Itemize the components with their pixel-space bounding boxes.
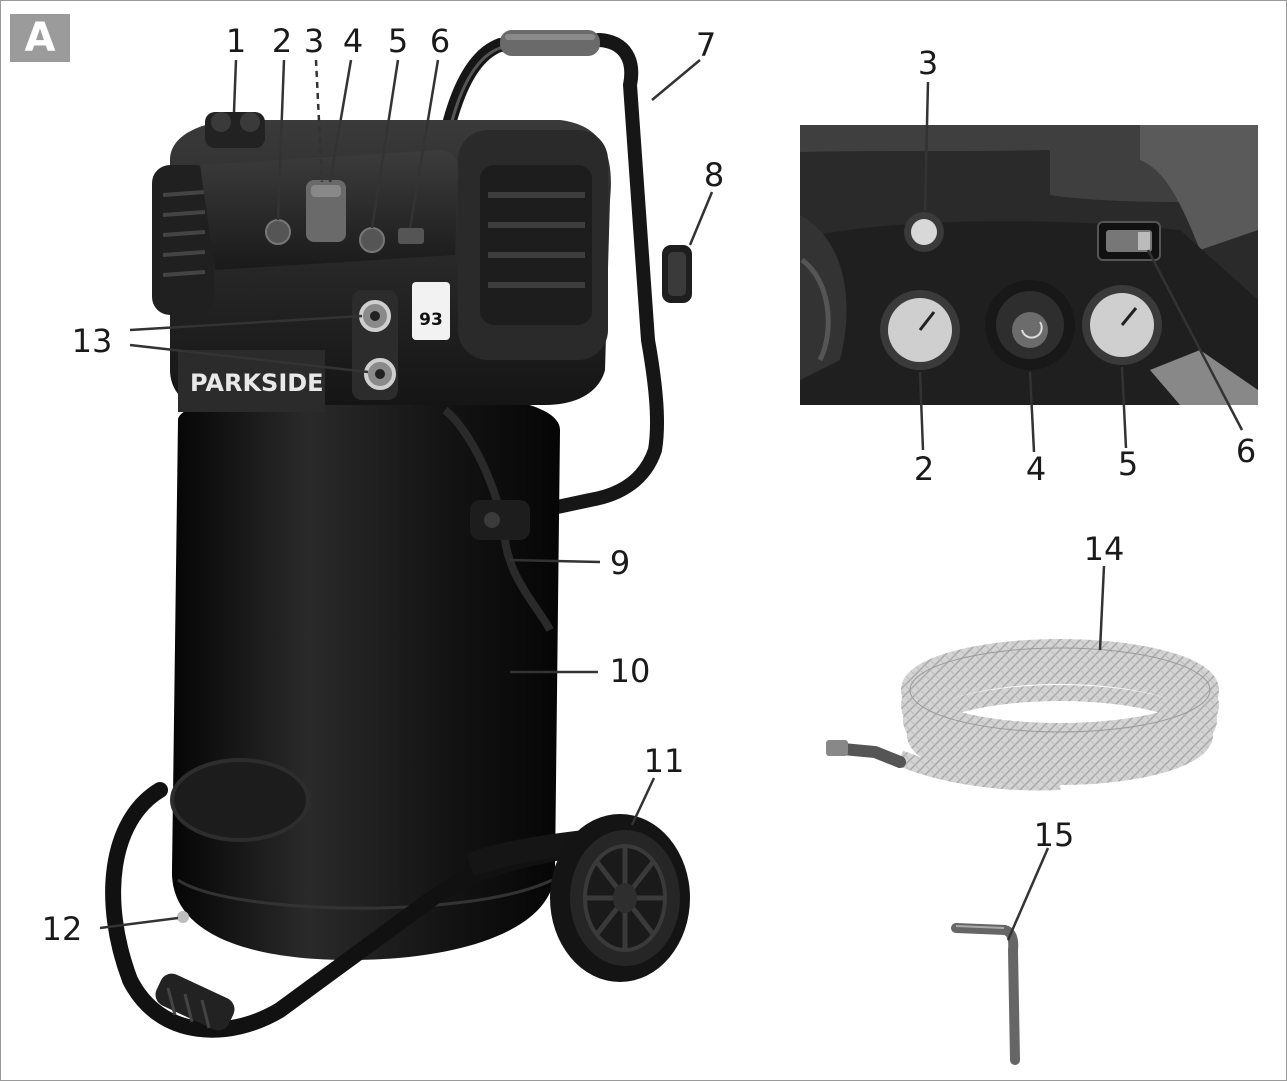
trolley-handle: [423, 32, 665, 522]
handle-grip: [500, 30, 600, 56]
drain-valve: [177, 911, 189, 923]
callout-13: 13: [72, 322, 113, 360]
detail-panel: [800, 125, 1258, 405]
detail-pressure-regulator: [985, 280, 1075, 370]
callout-5: 5: [388, 22, 408, 60]
hose-connector-top: [205, 112, 265, 148]
callout-12: 12: [42, 910, 83, 948]
callout-3: 3: [304, 22, 324, 60]
callout-8: 8: [704, 156, 724, 194]
svg-text:93: 93: [419, 310, 443, 330]
air-tank: [171, 388, 560, 960]
detail-callout-4: 4: [1026, 450, 1046, 488]
detail-callout-5: 5: [1118, 445, 1138, 483]
detail-leader-lines: [918, 366, 1128, 453]
callout-11: 11: [644, 742, 685, 780]
callout-15: 15: [1034, 816, 1075, 854]
callout-10: 10: [610, 652, 651, 690]
tank-gauge-top: [265, 219, 291, 245]
side-vent: [152, 165, 214, 315]
leader-lines: [99, 59, 1244, 941]
noise-label: 93: [412, 282, 450, 340]
allen-key: [951, 923, 1020, 1065]
detail-power-switch: [1097, 221, 1161, 261]
figure-badge: A: [10, 14, 70, 62]
callout-4: 4: [343, 22, 363, 60]
quick-couplings: [352, 290, 398, 400]
detail-callout-6: 6: [1236, 432, 1256, 470]
callout-9: 9: [610, 544, 630, 582]
detail-tank-gauge: [880, 290, 960, 370]
brand-plate: PARKSIDE: [178, 350, 325, 412]
callout-6: 6: [430, 22, 450, 60]
wheel: [550, 814, 690, 982]
detail-outlet-gauge: [1082, 285, 1162, 365]
callout-14: 14: [1084, 530, 1125, 568]
power-switch-top: [398, 228, 424, 244]
compressor-main: 93 PARKSIDE: [105, 30, 692, 1038]
air-hose-coil: [826, 639, 1219, 791]
handle-lock-knob: [662, 245, 692, 303]
callout-1: 1: [226, 22, 246, 60]
callouts: 1 2 3 4 5 6 7 8 13 9 10 11 12 14 15 3 2 …: [42, 22, 1257, 948]
detail-callout-2: 2: [914, 450, 934, 488]
base-grip: [155, 973, 235, 1031]
callout-2: 2: [272, 22, 292, 60]
brand-logo: PARKSIDE: [190, 369, 324, 397]
callout-7: 7: [696, 26, 716, 64]
detail-callout-3: 3: [918, 44, 938, 82]
outlet-gauge-top: [359, 227, 385, 253]
